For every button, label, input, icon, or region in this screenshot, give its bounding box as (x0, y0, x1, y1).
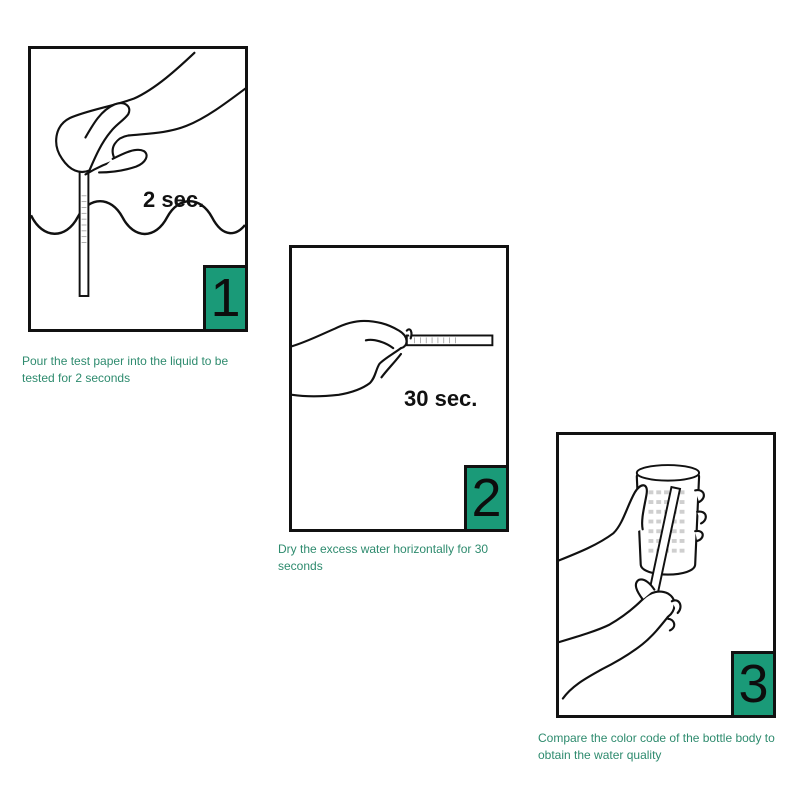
step-3-caption: Compare the color code of the bottle bod… (538, 731, 775, 762)
step-1-number-badge: 1 (203, 265, 245, 329)
step-1-timer: 2 sec. (143, 187, 205, 212)
step-3-panel: 3 (556, 432, 776, 718)
compare-color-illustration (559, 464, 707, 700)
hand-holding-strip (55, 51, 245, 176)
step-2-number-badge: 2 (464, 465, 506, 529)
test-bottle (635, 464, 701, 576)
dip-strip-illustration (31, 51, 245, 297)
step-2-panel: 30 sec. 2 (289, 245, 509, 532)
liquid-wave (31, 200, 245, 235)
step-1-panel: 2 sec. 1 (28, 46, 248, 332)
step-3-number-badge: 3 (731, 651, 773, 715)
step-2-timer: 30 sec. (404, 386, 478, 411)
dry-strip-illustration (292, 319, 494, 398)
hand-holding-strip (559, 578, 682, 700)
hand-holding-bottle (559, 484, 707, 562)
hand-holding-strip (292, 319, 413, 398)
strip-pads (81, 195, 87, 243)
step-2-caption: Dry the excess water horizontally for 30… (278, 542, 489, 573)
strip-pads (414, 337, 456, 344)
step-1-caption: Pour the test paper into the liquid to b… (22, 354, 229, 385)
test-strip (78, 163, 90, 297)
